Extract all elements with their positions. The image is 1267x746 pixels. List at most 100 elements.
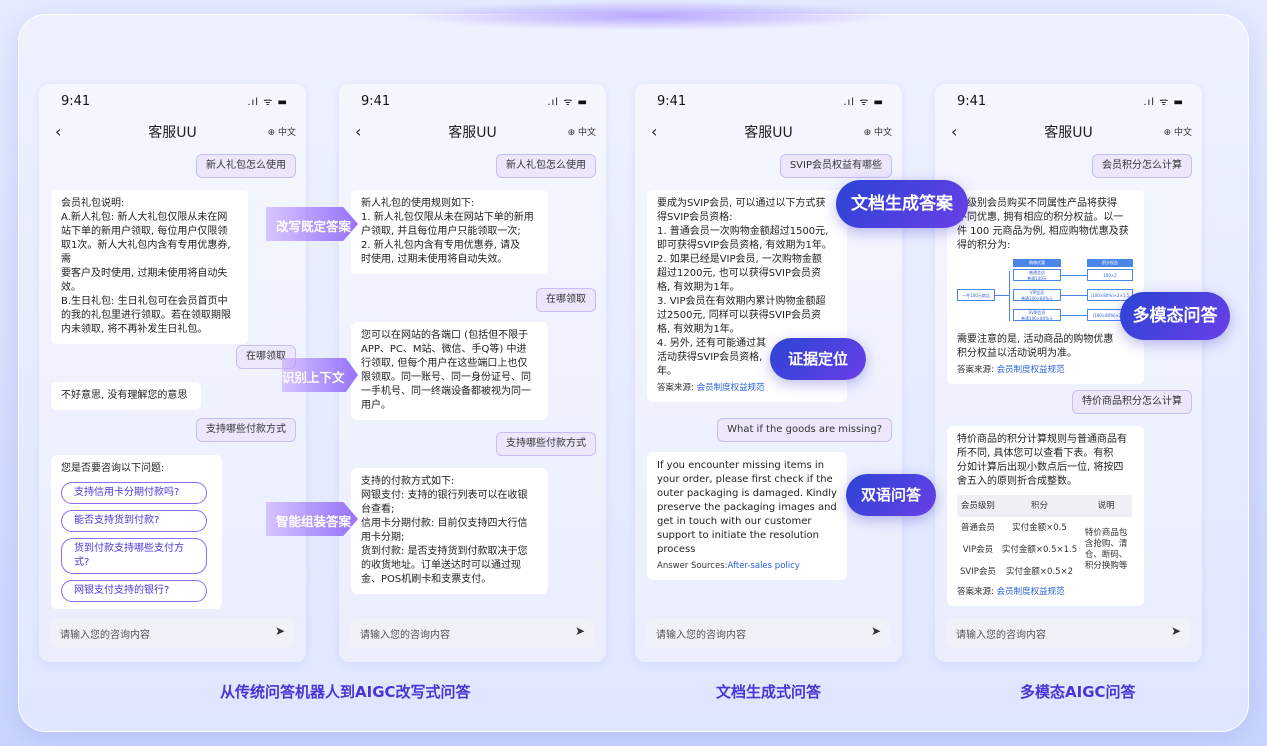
text-line: 1. 普通会员一次购物金额超过1500元, xyxy=(657,226,829,237)
text-line: 效。 xyxy=(61,282,81,293)
source-label: 答案来源: xyxy=(957,587,994,597)
user-message: 支持哪些付款方式 xyxy=(496,432,596,456)
source-link[interactable]: 会员制度权益规范 xyxy=(996,587,1065,597)
bot-message: 您可以在网站的各端口 (包括但不限于 APP、PC、M站、微信、手Q等) 中进 … xyxy=(351,322,548,420)
text-line: 支持的付款方式如下: xyxy=(361,476,455,487)
text-line: 的收货地址。订单送达时可以通过现 xyxy=(361,560,521,571)
arrow-label-rewrite: 改写既定答案 xyxy=(276,219,352,234)
text-line: 格, 有效期为1年。 xyxy=(657,282,740,293)
paper-plane-icon[interactable]: ➤ xyxy=(870,624,881,638)
user-message: 会员积分怎么计算 xyxy=(1092,154,1192,178)
status-time: 9:41 xyxy=(957,94,987,109)
source-link[interactable]: 会员制度权益规范 xyxy=(996,365,1065,375)
status-bar: 9:41 .ıl ᯤ ▬ xyxy=(657,94,884,110)
text-line: 年。 xyxy=(657,366,677,377)
chat-header: ‹ 客服UU ⊕ 中文 xyxy=(39,122,306,144)
language-switch[interactable]: ⊕ 中文 xyxy=(567,128,596,138)
text-line: 要客户及时使用, 过期未使用将自动失 xyxy=(61,268,228,279)
text-line: 一手机号、同一终端设备都被视为同一 xyxy=(361,386,531,397)
text-line: 户领取, 并且每位用户只能领取一次; xyxy=(361,226,521,237)
status-time: 9:41 xyxy=(61,94,91,109)
arrow-context xyxy=(282,358,358,392)
language-switch[interactable]: ⊕ 中文 xyxy=(267,128,296,138)
paper-plane-icon[interactable]: ➤ xyxy=(574,624,585,638)
text-line: 内未领取, 将不再补发生日礼包。 xyxy=(61,324,208,335)
status-time: 9:41 xyxy=(657,94,687,109)
user-message: What if the goods are missing? xyxy=(717,418,892,442)
text-line: 得的积分为: xyxy=(957,240,1011,251)
signal-battery-icon: .ıl ᯤ ▬ xyxy=(843,97,884,108)
table-header-cell: 积分 xyxy=(998,495,1081,517)
source-link[interactable]: After-sales policy xyxy=(727,561,800,571)
chat-input[interactable]: 请输入您的咨询内容 ➤ xyxy=(50,618,295,648)
suggestion-option[interactable]: 能否支持货到付款? xyxy=(61,510,207,532)
chat-input[interactable]: 请输入您的咨询内容 ➤ xyxy=(350,618,595,648)
text-line: 得SVIP会员资格: xyxy=(657,212,733,223)
table-header-cell: 说明 xyxy=(1080,495,1133,517)
back-arrow-icon[interactable]: ‹ xyxy=(651,122,658,141)
answer-source: Answer Sources:After-sales policy xyxy=(657,559,837,573)
table-header-row: 会员级别 积分 说明 xyxy=(957,495,1133,517)
source-label: 答案来源: xyxy=(957,365,994,375)
text-line: 积分权益以活动说明为准。 xyxy=(957,348,1077,359)
caption-traditional: 从传统问答机器人到AIGC改写式问答 xyxy=(220,683,471,701)
bot-message: 特价商品的积分计算规则与普通商品有 所不同, 具体您可以查看下表。有积 分如计算… xyxy=(947,426,1144,606)
diagram-cell: (100×80%)×2×1.5 xyxy=(1087,289,1133,301)
table-row: SVIP会员 实付金额×0.5×2 xyxy=(957,561,1132,583)
answer-source: 答案来源: 会员制度权益规范 xyxy=(657,381,837,395)
text-line: get in touch with our customer xyxy=(657,516,812,527)
diagram-connector xyxy=(1061,315,1087,316)
text-line: 件 100 元商品为例, 相应购物优惠及获 xyxy=(957,226,1129,237)
text-line: 取1次。新人大礼包内含有专用优惠券, 需 xyxy=(61,240,231,265)
text-line: 行领取, 但每个用户在这些端口上也仅 xyxy=(361,358,528,369)
text-line: 的我的礼包里进行领取。若在领取期限 xyxy=(61,310,231,321)
diagram-col-head: 积分权益 xyxy=(1087,259,1133,267)
language-switch[interactable]: ⊕ 中文 xyxy=(1163,128,1192,138)
source-label: Answer Sources: xyxy=(657,561,728,571)
text-line: 即可获得SVIP会员资格, 有效期为1年。 xyxy=(657,240,832,251)
source-link[interactable]: 会员制度权益规范 xyxy=(696,383,765,393)
language-switch[interactable]: ⊕ 中文 xyxy=(863,128,892,138)
text-line: 2. 新人礼包内含有专用优惠券, 请及 xyxy=(361,240,521,251)
back-arrow-icon[interactable]: ‹ xyxy=(951,122,958,141)
user-message: 支持哪些付款方式 xyxy=(196,418,296,442)
diagram-connector xyxy=(1061,275,1087,276)
chat-title: 客服UU xyxy=(148,125,197,141)
user-message: 在哪领取 xyxy=(536,288,596,312)
text-line: outer packaging is damaged. Kindly xyxy=(657,488,837,499)
table-cell: 实付金额×0.5×2 xyxy=(1005,567,1074,577)
back-arrow-icon[interactable]: ‹ xyxy=(355,122,362,141)
bot-message: 会员礼包说明: A.新人礼包: 新人大礼包仅限从未在网 站下单的新用户领取, 每… xyxy=(51,190,248,344)
answer-source: 答案来源: 会员制度权益规范 xyxy=(957,363,1134,377)
points-diagram: 一件100元商品 购物优惠 普通会员 普通100元 VIP会员 普通100×80… xyxy=(957,259,1134,333)
text-line: 分如计算后出现小数点后一位, 将按四 xyxy=(957,462,1124,473)
signal-battery-icon: .ıl ᯤ ▬ xyxy=(547,97,588,108)
text-line: 限领取。同一账号、同一身份证号、同 xyxy=(361,372,531,383)
paper-plane-icon[interactable]: ➤ xyxy=(274,624,285,638)
text-line: 货到付款: 是否支持货到付款取决于您 xyxy=(361,546,528,557)
text-line: process xyxy=(657,544,696,555)
answer-source: 答案来源: 会员制度权益规范 xyxy=(957,585,1134,599)
user-message: 新人礼包怎么使用 xyxy=(496,154,596,178)
back-arrow-icon[interactable]: ‹ xyxy=(55,122,62,141)
user-message: SVIP会员权益有哪些 xyxy=(779,154,892,178)
diagram-root: 一件100元商品 xyxy=(957,289,995,301)
chat-input[interactable]: 请输入您的咨询内容 ➤ xyxy=(646,618,891,648)
arrow-assemble xyxy=(266,502,358,536)
suggestion-option[interactable]: 支持信用卡分期付款吗? xyxy=(61,482,207,504)
suggestion-option[interactable]: 货到付款支持哪些支付方式? xyxy=(61,538,207,574)
phone-document: 9:41 .ıl ᯤ ▬ ‹ 客服UU ⊕ 中文 SVIP会员权益有哪些 要成为… xyxy=(635,84,902,662)
text-line: 要成为SVIP会员, 可以通过以下方式获 xyxy=(657,198,826,209)
suggestion-option[interactable]: 网银支付支持的银行? xyxy=(61,580,207,602)
text-line: preserve the packaging images and xyxy=(657,502,837,513)
table-row: 普通会员 实付金额×0.5 特价商品包含抢购、清仓、断码、积分换购等 xyxy=(957,517,1132,571)
text-line: A.新人礼包: 新人大礼包仅限从未在网 xyxy=(61,212,228,223)
phone-traditional: 9:41 .ıl ᯤ ▬ ‹ 客服UU ⊕ 中文 新人礼包怎么使用 会员礼包说明… xyxy=(39,84,306,662)
chat-header: ‹ 客服UU ⊕ 中文 xyxy=(339,122,606,144)
paper-plane-icon[interactable]: ➤ xyxy=(1170,624,1181,638)
text-line: 舍五入的原则折合成整数。 xyxy=(957,476,1077,487)
text-line: 不同优惠, 拥有相应的积分权益。以一 xyxy=(957,212,1124,223)
input-placeholder: 请输入您的咨询内容 xyxy=(956,630,1046,641)
chat-input[interactable]: 请输入您的咨询内容 ➤ xyxy=(946,618,1191,648)
input-placeholder: 请输入您的咨询内容 xyxy=(656,630,746,641)
